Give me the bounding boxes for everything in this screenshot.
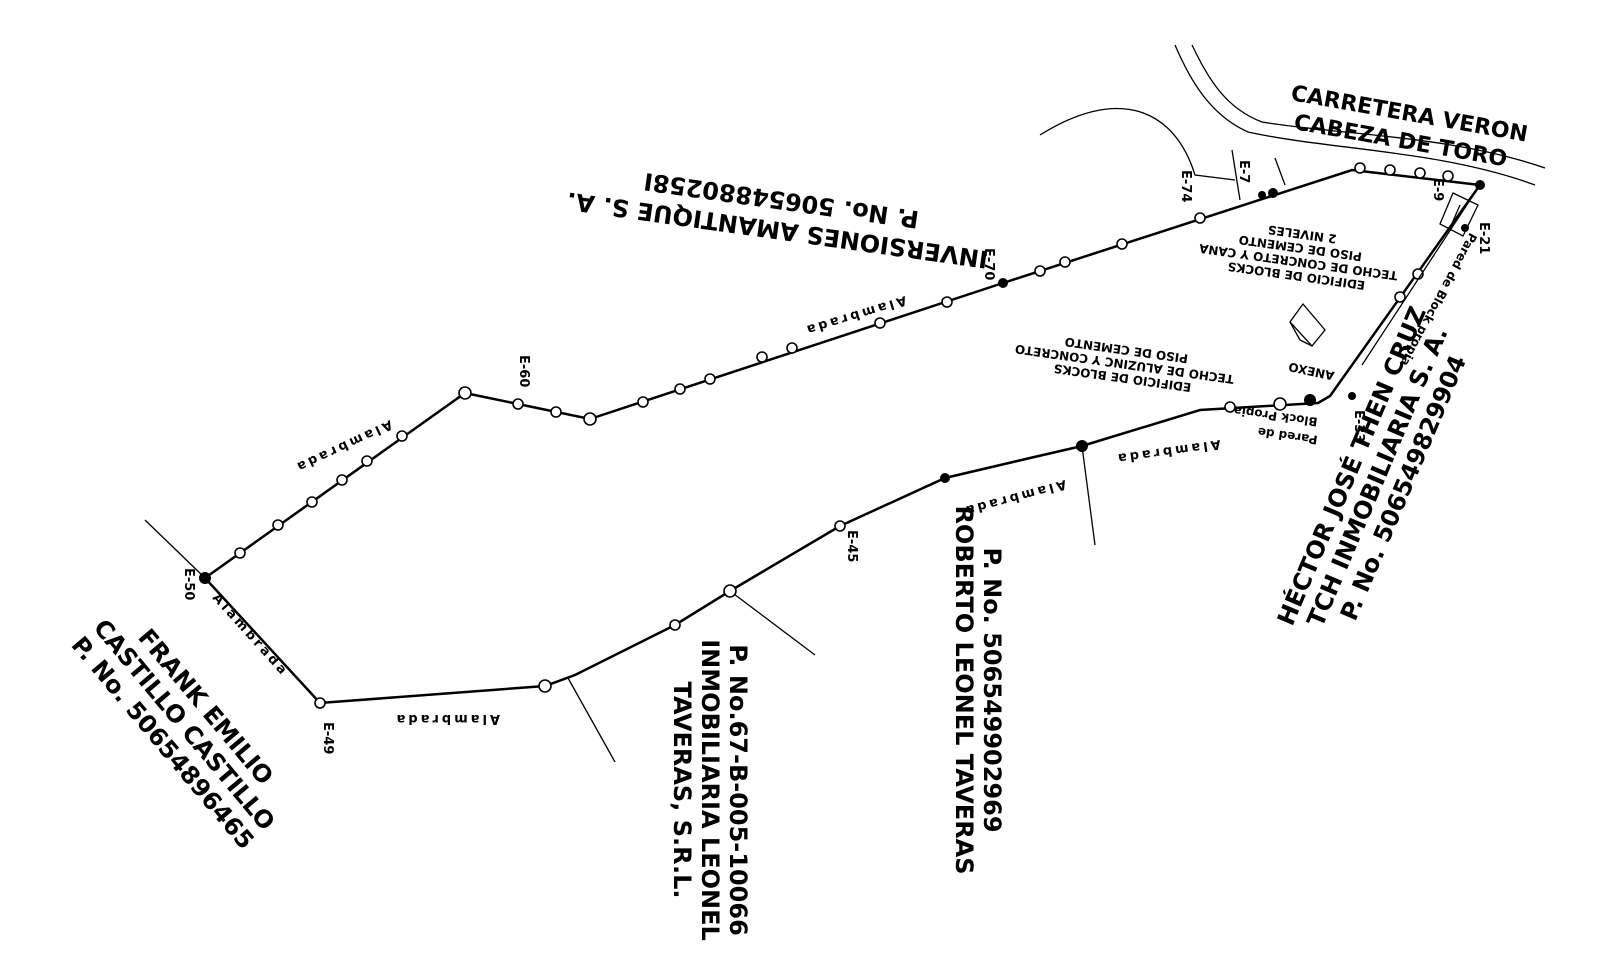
survey-marker xyxy=(1116,238,1128,250)
owner-southeast: P. No. 506549902969 ROBERTO LEONEL TAVER… xyxy=(950,505,1006,874)
survey-marker xyxy=(941,296,953,308)
owner-southeast-name: ROBERTO LEONEL TAVERAS xyxy=(950,505,978,874)
survey-marker xyxy=(1354,162,1366,174)
station-label-e9: E-9 xyxy=(1430,178,1445,201)
owner-east: HÉCTOR JOSÉ THEN CRUZ TCH INMOBILIARIA S… xyxy=(1271,302,1472,631)
survey-marker xyxy=(1442,170,1454,182)
station-point xyxy=(199,572,211,584)
station-point xyxy=(940,473,950,483)
survey-marker xyxy=(637,396,649,408)
survey-marker xyxy=(1273,397,1287,411)
survey-marker xyxy=(1059,256,1071,268)
survey-marker xyxy=(756,351,768,363)
survey-marker xyxy=(1414,167,1426,179)
station-points xyxy=(199,180,1485,584)
survey-marker xyxy=(1224,401,1236,413)
survey-marker xyxy=(550,406,562,418)
survey-marker xyxy=(361,455,373,467)
station-label-e70: E-70 xyxy=(981,248,996,280)
owner-south-company-cont: TAVERAS, S.R.L. xyxy=(668,681,696,898)
building-secondary xyxy=(1289,302,1326,347)
station-label-e60: E-60 xyxy=(516,355,531,387)
road-label: CARRETERA VERON CABEZA DE TORO xyxy=(1289,81,1530,172)
survey-marker xyxy=(674,383,686,395)
building-secondary-label: EDIFICIO DE BLOCKS TECHO DE ALUZINC Y CO… xyxy=(1014,335,1235,395)
survey-marker xyxy=(396,430,408,442)
survey-marker xyxy=(336,474,348,486)
owner-north: INVERSIONES AMANTIQUE S. A. P. No. 50654… xyxy=(565,167,990,273)
station-label-e7: E-7 xyxy=(1236,160,1251,183)
owner-south: P. No.67-B-005-10066 INMOBILIARIA LEONEL… xyxy=(668,639,752,941)
survey-marker xyxy=(834,520,846,532)
station-label-e74: E-74 xyxy=(1178,170,1193,202)
survey-marker xyxy=(874,317,886,329)
survey-marker xyxy=(538,679,552,693)
station-label-e33: E-33 xyxy=(1351,410,1366,442)
survey-marker xyxy=(704,373,716,385)
owner-southeast-parcel: P. No. 506549902969 xyxy=(978,547,1006,832)
survey-marker xyxy=(723,584,737,598)
driveway-side xyxy=(1231,149,1286,201)
survey-marker xyxy=(234,547,246,559)
survey-marker xyxy=(512,398,524,410)
owner-south-parcel: P. No.67-B-005-10066 xyxy=(724,644,752,936)
fence-label-se: Alambrada xyxy=(961,476,1068,518)
fence-label-e: Alambrada xyxy=(1114,436,1221,466)
building-main-label: EDIFICIO DE BLOCKS TECHO DE CONCRETO Y C… xyxy=(1198,222,1399,292)
survey-marker xyxy=(272,519,284,531)
owner-south-company: INMOBILIARIA LEONEL xyxy=(696,639,724,941)
station-label-e21: E-21 xyxy=(1476,222,1491,254)
annex-label: ANEXO xyxy=(1287,359,1335,382)
driveway xyxy=(1039,108,1236,181)
owner-west: FRANK EMILIO CASTILLO CASTILLO P. No. 50… xyxy=(66,614,281,855)
station-point xyxy=(1076,440,1088,452)
east-wall-line xyxy=(1361,199,1471,366)
road-edge-inner xyxy=(1191,44,1546,169)
survey-marker xyxy=(306,496,318,508)
survey-marker xyxy=(1194,212,1206,224)
survey-marker xyxy=(583,412,597,426)
neighbor-line-2 xyxy=(729,590,816,656)
station-point xyxy=(998,278,1008,288)
station-point xyxy=(1268,188,1278,198)
station-point xyxy=(1304,394,1316,406)
neighbor-line-3 xyxy=(1081,445,1096,546)
survey-marker xyxy=(786,342,798,354)
road-edge-outer xyxy=(1174,44,1536,186)
survey-marker xyxy=(1034,265,1046,277)
fence-label-nw: Alambrada xyxy=(292,416,395,475)
neighbor-line-1 xyxy=(567,677,616,763)
station-label-e45: E-45 xyxy=(844,530,859,562)
station-point xyxy=(1258,191,1266,199)
station-label-e49: E-49 xyxy=(320,722,335,754)
station-label-e50: E-50 xyxy=(181,568,196,600)
survey-marker xyxy=(1394,291,1406,303)
station-point xyxy=(1475,180,1485,190)
survey-marker xyxy=(458,386,472,400)
survey-marker xyxy=(314,697,326,709)
survey-marker xyxy=(669,619,681,631)
station-point xyxy=(1461,224,1469,232)
survey-marker xyxy=(1384,164,1396,176)
fence-label-w: Alambrada xyxy=(209,591,291,680)
neighbor-line-west xyxy=(144,519,206,579)
station-point xyxy=(1348,392,1356,400)
fence-label-s: Alambrada xyxy=(394,711,500,726)
